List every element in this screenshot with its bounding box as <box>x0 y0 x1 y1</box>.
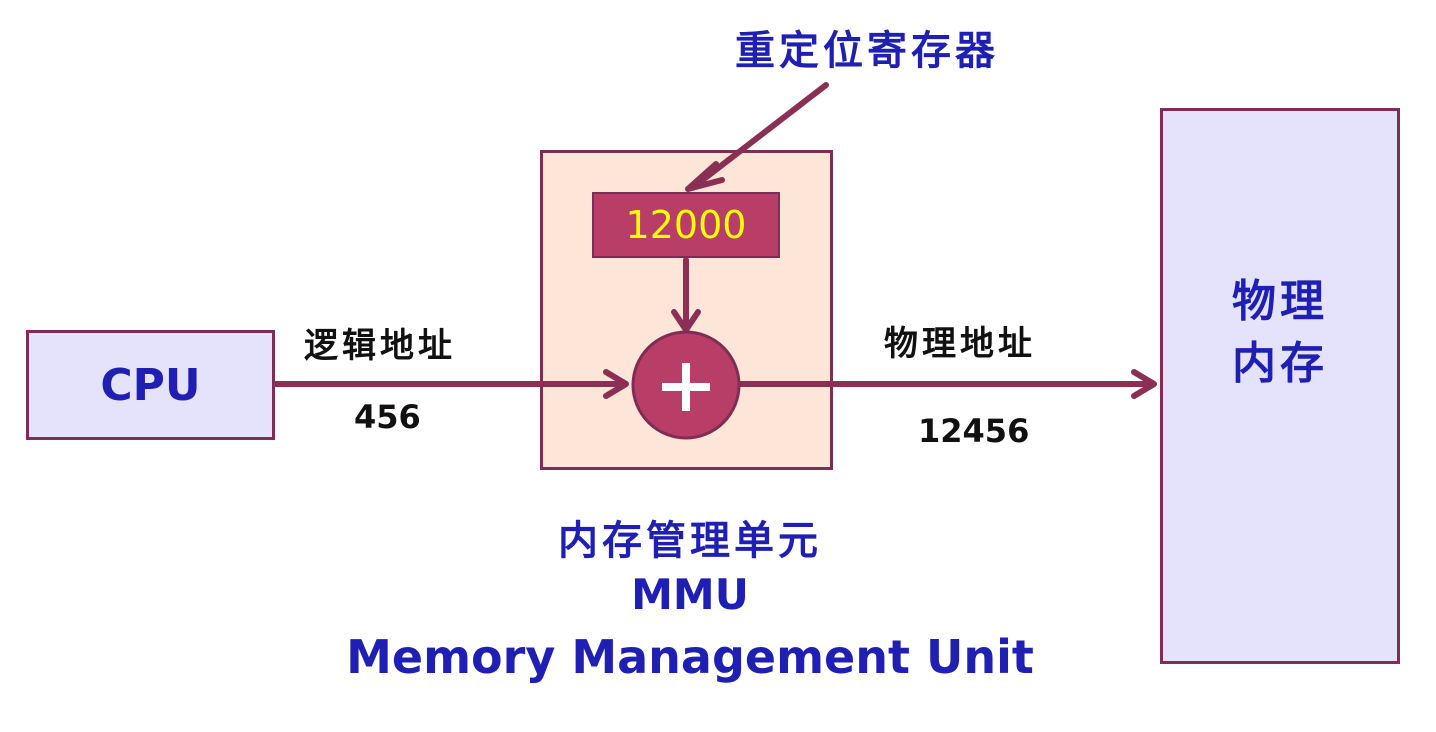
cpu-box: CPU <box>26 330 275 440</box>
physical-memory-label-line1: 物理 <box>1232 276 1328 327</box>
relocation-register-title: 重定位寄存器 <box>735 27 999 74</box>
adder <box>631 330 741 440</box>
logical-address-label: 逻辑地址 <box>304 326 456 366</box>
logical-address-arrow <box>273 369 629 399</box>
relocation-register-box: 12000 <box>592 192 780 258</box>
physical-address-label: 物理地址 <box>884 324 1036 364</box>
cpu-label: CPU <box>100 359 201 411</box>
register-to-adder-arrow <box>671 257 701 333</box>
physical-address-arrow <box>735 369 1157 399</box>
relocation-register-value: 12000 <box>625 203 747 247</box>
mmu-full-name: Memory Management Unit <box>346 630 1034 684</box>
physical-memory-label-line2: 内存 <box>1232 338 1328 389</box>
register-title-arrow <box>685 82 829 192</box>
logical-address-value: 456 <box>354 398 421 436</box>
physical-memory-box: 物理 内存 <box>1160 108 1400 664</box>
mmu-abbreviation: MMU <box>631 570 749 619</box>
mmu-caption: 内存管理单元 MMU Memory Management Unit <box>0 508 1380 684</box>
physical-address-value: 12456 <box>918 412 1030 450</box>
mmu-caption-chinese: 内存管理单元 <box>558 517 822 564</box>
